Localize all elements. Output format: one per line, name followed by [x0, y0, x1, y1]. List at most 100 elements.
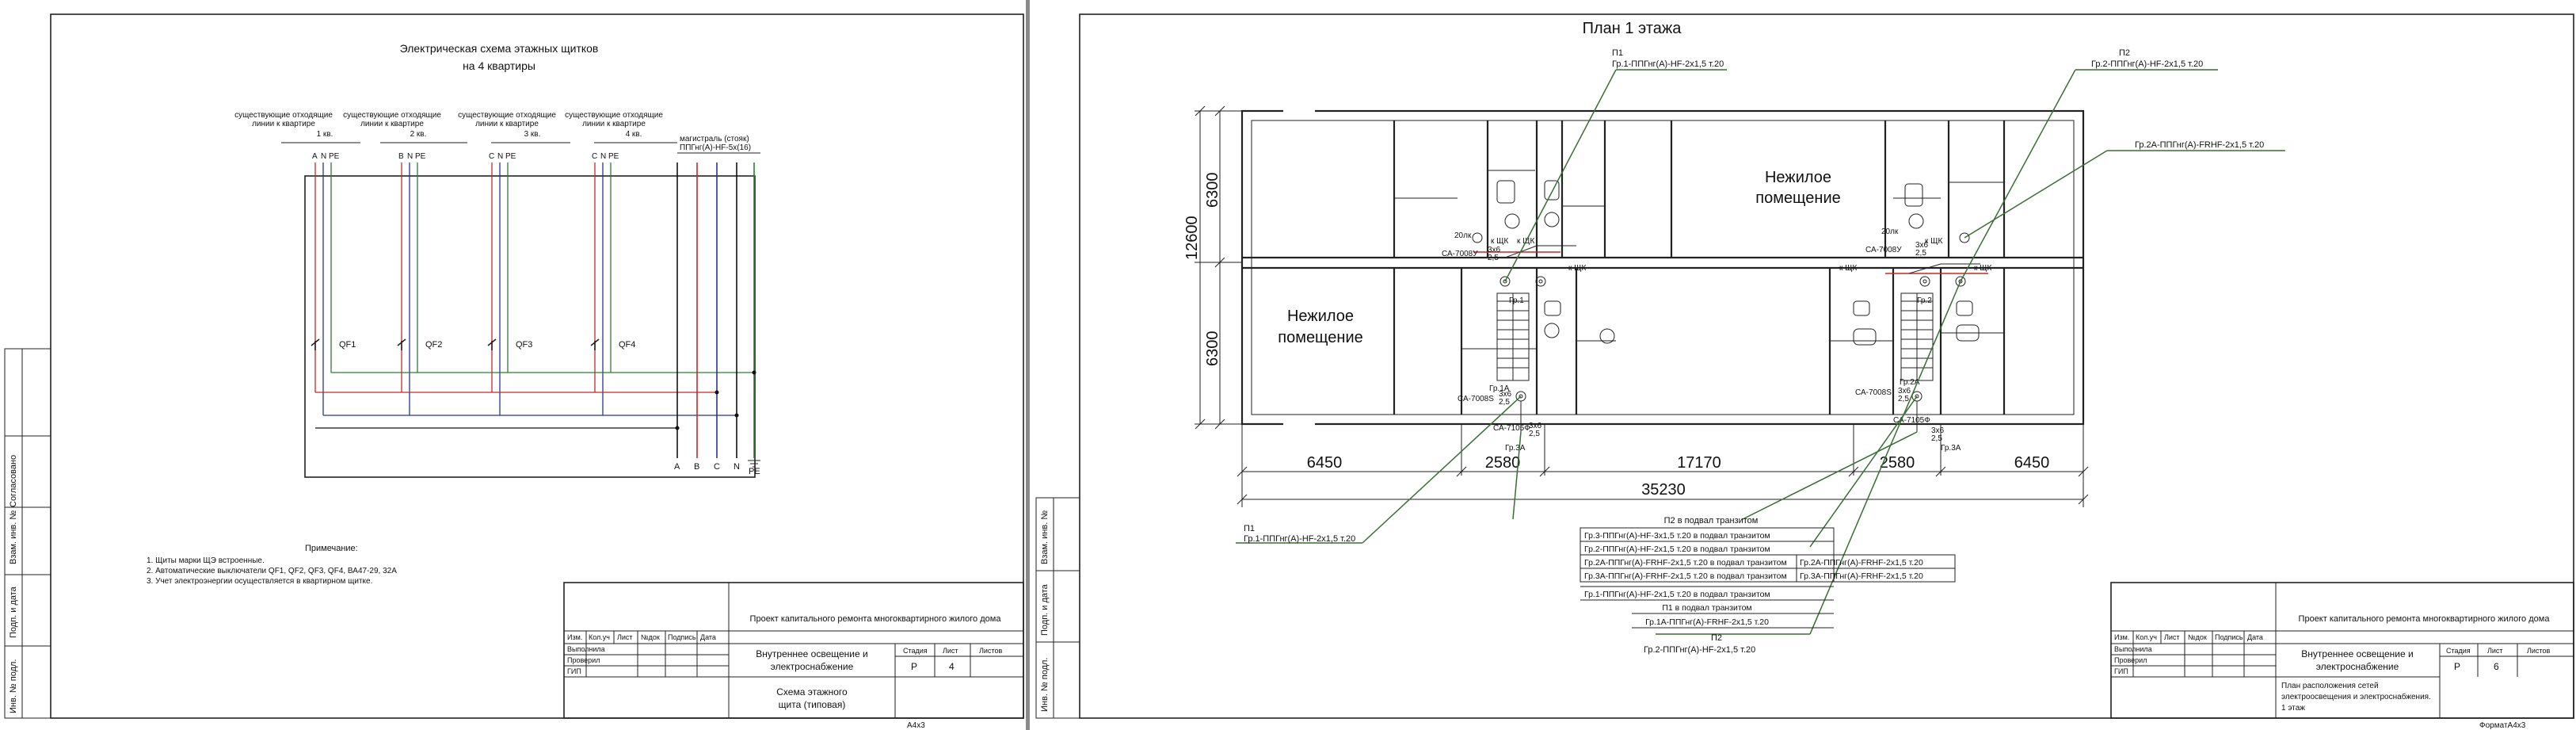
svg-text:Кол.уч: Кол.уч: [2136, 633, 2157, 641]
transit-header: П2 в подвал транзитом: [1664, 516, 1759, 526]
svg-text:Выполнила: Выполнила: [2114, 645, 2152, 653]
dim-h-1: 6450: [1307, 454, 1343, 472]
svg-text:N: N: [321, 152, 326, 161]
gr1-label: Гр.1: [1509, 296, 1524, 305]
main-line-cable: ППГнг(А)-HF-5х(16): [680, 143, 751, 152]
dim-v-bottom: 6300: [1204, 331, 1221, 367]
svg-text:Проверил: Проверил: [2114, 656, 2147, 664]
dim-v-top: 6300: [1204, 173, 1221, 208]
riser-wires: [676, 162, 755, 458]
svg-text:электроосвещения и электроснаб: электроосвещения и электроснабжения.: [2281, 692, 2431, 701]
svg-text:2,5: 2,5: [1529, 430, 1540, 438]
svg-text:3х6: 3х6: [1898, 387, 1911, 396]
group3-apt: 3 кв.: [524, 130, 541, 139]
svg-text:Листов: Листов: [2527, 647, 2550, 655]
svg-text:к ЩК: к ЩК: [1925, 237, 1943, 246]
svg-text:Проверил: Проверил: [567, 656, 600, 664]
svg-text:Подпись: Подпись: [668, 633, 696, 641]
notes-title: Примечание:: [305, 544, 358, 553]
lamp-label-3: СА-7008S: [1458, 395, 1494, 403]
svg-text:Подпись: Подпись: [2215, 633, 2243, 641]
group1-label2: линии к квартире: [252, 120, 315, 128]
group2-label2: линии к квартире: [360, 120, 424, 128]
stamp-inv-orig: Инв. № подл.: [9, 659, 18, 713]
svg-text:Дата: Дата: [2247, 633, 2263, 641]
svg-text:№док: №док: [2188, 633, 2207, 641]
scheme-subtitle: на 4 квартиры: [463, 59, 535, 72]
callout-p2b-title: П2: [1711, 633, 1722, 643]
svg-text:электроснабжение: электроснабжение: [2316, 661, 2399, 672]
svg-text:СА-7008S: СА-7008S: [1855, 388, 1892, 397]
svg-text:№док: №док: [641, 633, 660, 641]
svg-text:к ЩК: к ЩК: [1839, 264, 1858, 273]
svg-text:C: C: [489, 152, 494, 161]
svg-text:помещение: помещение: [1755, 189, 1841, 207]
svg-text:Стадия: Стадия: [2446, 647, 2471, 655]
shk-label-1: к ЩК: [1491, 237, 1509, 246]
group4-label: существующие отходящие: [565, 111, 663, 120]
title-block: Изм. Кол.уч Лист №док Подпись Дата Выпол…: [563, 582, 1024, 719]
tb-project: Проект капитального ремонта многоквартир…: [2299, 614, 2551, 624]
gr1a-label: Гр.1А: [1489, 384, 1510, 393]
callout-p2-title: П2: [2119, 48, 2130, 58]
transit-row2: П1 в подвал транзитом: [1662, 603, 1751, 613]
right-table-row: Гр.3А-ППГнг(А)-FRHF-2х1,5 т.20: [1800, 571, 1923, 581]
svg-text:Подп. и дата: Подп. и дата: [1040, 583, 1050, 636]
leader-lines: [1236, 69, 2285, 635]
gr2-label: Гр.2: [1917, 296, 1932, 305]
tb-project: Проект капитального ремонта многоквартир…: [750, 614, 1002, 624]
format-label: ФорматА4х3: [2479, 721, 2526, 730]
svg-text:N: N: [407, 152, 413, 161]
breaker-qf2: QF2: [425, 340, 442, 350]
svg-text:C: C: [592, 152, 597, 161]
svg-text:PE: PE: [415, 152, 426, 161]
sheet-divider: [1026, 0, 1030, 730]
svg-text:Лист: Лист: [2164, 633, 2180, 641]
svg-text:2,5: 2,5: [1488, 254, 1499, 262]
tb-sheet: 6: [2494, 661, 2499, 672]
group4-label2: линии к квартире: [582, 120, 646, 128]
svg-text:Лист: Лист: [2487, 647, 2503, 655]
callout-p1b-line: Гр.1-ППГнг(А)-HF-2х1,5 т.20: [1244, 534, 1355, 544]
svg-text:N: N: [497, 152, 503, 161]
note-3: 3. Учет электроэнергии осуществляется в …: [147, 577, 372, 586]
floor-plan-drawing: Взам. инв. № Подп. и дата Инв. № подл. П…: [1035, 13, 2574, 730]
svg-text:Дата: Дата: [700, 633, 716, 641]
svg-text:A: A: [312, 152, 318, 161]
tb-section: Внутреннее освещение и: [2301, 648, 2413, 659]
dim-h-2: 2580: [1485, 454, 1521, 472]
callout-p1b-title: П1: [1244, 524, 1255, 533]
stamp-agreed: Согласовано: [9, 455, 18, 507]
group2-apt: 2 кв.: [410, 130, 427, 139]
sheet-floor-plan: Взам. инв. № Подп. и дата Инв. № подл. П…: [1030, 0, 2576, 730]
callout-p1-line: Гр.1-ППГнг(А)-HF-2х1,5 т.20: [1612, 59, 1724, 69]
dim-h-5: 6450: [2014, 454, 2050, 472]
transit-table: П2 в подвал транзитом Гр.3-ППГнг(А)-HF-3…: [1580, 516, 1835, 629]
transit-row: Гр.2-ППГнг(А)-HF-2х1,5 т.20 в подвал тра…: [1584, 545, 1770, 554]
building-walls: [1240, 109, 2085, 426]
sheet-floor-panel-scheme: Согласовано Взам. инв. № Подп. и дата Ин…: [0, 0, 1026, 730]
tb-sheet-title: План расположения сетей: [2281, 682, 2379, 690]
tb-stage: Р: [911, 661, 917, 672]
plan-title: План 1 этажа: [1583, 20, 1682, 37]
gr2a-label: Гр.2А: [1900, 378, 1920, 387]
dim-total: 35230: [1641, 481, 1686, 499]
bus-c: C: [714, 462, 720, 472]
stairs-right: [1900, 292, 1934, 381]
stairs-left: [1496, 292, 1530, 381]
lamp-label-4: СА-7105Ф: [1493, 424, 1530, 433]
note-2: 2. Автоматические выключатели QF1, QF2, …: [147, 567, 397, 575]
stamp-replace-inv: Взам. инв. №: [9, 510, 18, 564]
lux-label-2: 20лк: [1881, 227, 1899, 236]
svg-text:помещение: помещение: [1278, 329, 1363, 346]
bus-n: N: [734, 462, 740, 472]
bus-lines: [315, 372, 754, 429]
svg-text:Стадия: Стадия: [903, 647, 928, 655]
transit-row: Гр.2А-ППГнг(А)-FRHF-2х1,5 т.20 в подвал …: [1584, 558, 1787, 568]
tb-sheet: 4: [949, 661, 955, 672]
lux-label-1: 20лк: [1454, 231, 1472, 240]
svg-text:B: B: [398, 152, 404, 161]
svg-text:Выполнила: Выполнила: [567, 645, 605, 653]
callout-p1-title: П1: [1612, 48, 1623, 58]
